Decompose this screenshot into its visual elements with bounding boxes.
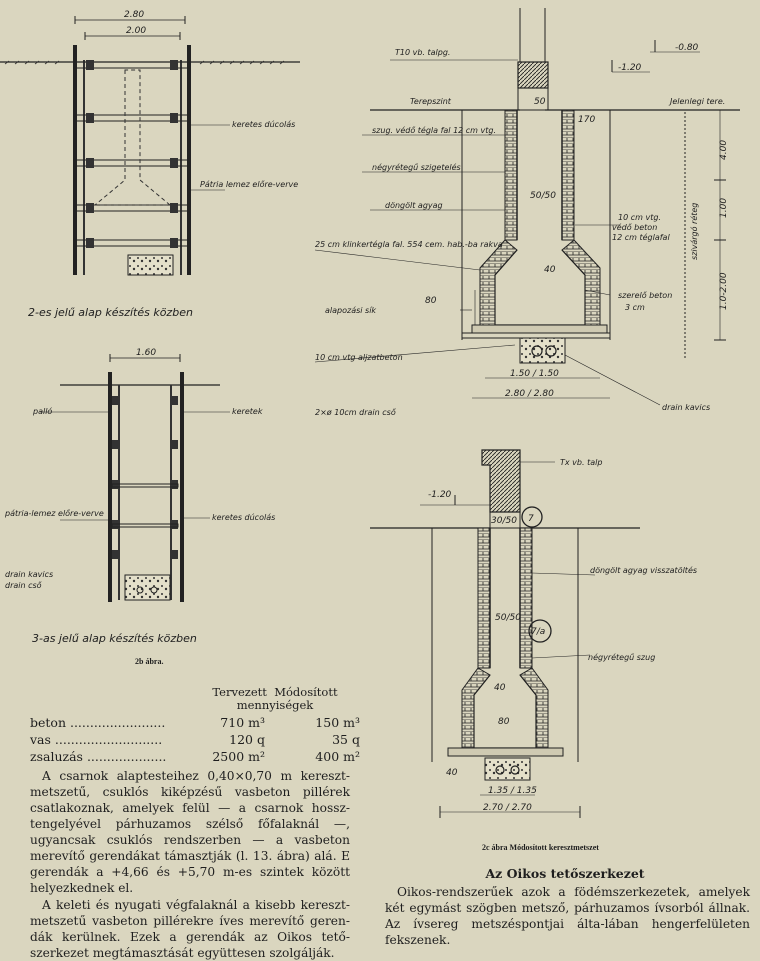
fig3-label-aljzat: 10 cm vtg aljzatbeton [315,353,403,362]
quantity-planned: 2500 m² [212,749,265,764]
paragraph-end-walls: A keleti és nyugati végfalaknál a kisebb… [30,898,350,960]
fig3-label-szug: szug. védő tégla fal 12 cm vtg. [372,125,496,135]
fig3-label-klinker: 25 cm klinkertégla fal. 554 cem. hab.-ba… [315,239,503,249]
quantity-row: zsaluzás .................... 2500 m² 40… [30,749,370,767]
header-quantities: mennyiségek [236,698,314,712]
fig3-label-12cm: 12 cm téglafal [612,232,670,242]
fig3-v-100: 1.00 [719,198,729,218]
header-planned: Tervezett [212,685,267,699]
fig4-mark-7a: 7/a [531,627,545,637]
fig3-dim-170: 170 [578,115,595,125]
fig2-dim-top: 1.60 [136,348,156,358]
fig1-dim-outer: 2.80 [124,10,144,20]
fig3-label-negyretegu: négyrétegű szigetelés [372,162,461,172]
fig2-caption: 3-as jelű alap készítés közben [32,632,197,645]
fig2-label-pallo: palló [32,406,52,416]
fig2-label-patria: pátria-lemez előre-verve [4,509,104,518]
fig4-caption: 2c ábra Módosított keresztmetszet [482,843,599,852]
fig3-dim-40: 40 [544,265,556,275]
fig3-label-drainkavics: drain kavics [662,403,710,412]
fig2b-label: 2b ábra. [135,657,163,666]
fig3-level-080: -0.80 [675,43,699,53]
quantity-dots: ........................... [50,732,163,747]
quantity-modified: 400 m² [315,749,360,764]
quantity-row: vas ........................... 120 q 35… [30,732,370,750]
fig3-label-drain2: 2×ø 10cm drain cső [315,408,396,417]
fig4-section-drawing [370,449,640,818]
quantity-modified: 150 m³ [315,715,360,730]
fig1-dim-inner: 2.00 [126,26,146,36]
quantity-name: zsaluzás [30,749,83,764]
quantity-planned: 120 q [229,732,265,747]
paragraph-columns: A csarnok alaptesteihez 0,40×0,70 m kere… [30,769,350,895]
fig4-dim-40: 40 [494,683,506,693]
quantity-planned: 710 m³ [220,715,265,730]
fig4-label-dongolt: döngölt agyag visszatöltés [590,565,697,575]
fig1-caption: 2-es jelű alap készítés közben [28,306,193,319]
fig3-level-120: -1.20 [618,63,642,73]
quantity-name: beton [30,715,66,730]
fig3-label-dongolt: döngölt agyag [385,201,443,210]
fig3-label-3cm: 3 cm [625,303,645,312]
quantity-modified: 35 q [332,732,360,747]
fig3-label-alapozasi: alapozási sík [325,306,376,315]
quantities-header: Tervezett Módosított mennyiségek [200,686,350,712]
fig3-label-vedo-beton: védő beton [612,222,657,232]
quantity-row: beton ........................ 710 m³ 15… [30,715,370,733]
fig4-dim-135: 1.35 / 1.35 [488,786,537,796]
fig3-label-szivarog: szivárgó réteg [689,203,699,260]
fig3-v-1020: 1.0-2.00 [719,272,729,310]
fig3-label-t10: T10 vb. talpg. [395,48,450,57]
fig4-dim-50-50: 50/50 [495,613,521,623]
fig4-level-120: -1.20 [428,490,452,500]
quantity-name: vas [30,732,51,747]
fig4-label-tx: Tx vb. talp [560,458,602,467]
fig3-dim-80: 80 [425,296,437,306]
fig3-dim-280: 2.80 / 2.80 [505,389,554,399]
fig4-dim-80: 80 [498,717,510,727]
fig2-label-drain-kavics: drain kavics [5,570,53,579]
fig3-dim-50: 50 [534,97,546,107]
fig4-label-negyretegu: négyrétegű szug [588,652,655,662]
paragraph-oikos: Oikos-rendszerűek azok a födémszerkezete… [385,885,750,947]
fig1-label-ducolas: keretes dúcolás [232,120,295,129]
fig4-mark-7: 7 [528,514,534,524]
fig3-dim-50-50: 50/50 [530,191,556,201]
fig3-dim-150: 1.50 / 1.50 [510,369,559,379]
fig2-label-drain-cso: drain cső [5,581,42,590]
fig2-label-ducolas: keretes dúcolás [212,513,275,522]
section-title: Az Oikos tetőszerkezet [485,866,645,881]
fig3-section-drawing [314,8,740,406]
fig3-label-10cm: 10 cm vtg. [618,213,661,222]
quantity-dots: .................... [82,749,167,764]
fig3-v-400: 4.00 [719,140,729,160]
quantity-dots: ........................ [66,715,166,730]
fig2-section-drawing [40,354,230,602]
header-modified: Módosított [274,685,338,699]
fig3-label-szerelo: szerelő beton [618,291,672,300]
fig4-dim-30-50: 30/50 [491,516,517,526]
fig3-label-terepszint: Terepszint [410,97,452,106]
fig4-dim-270: 2.70 / 2.70 [483,803,532,813]
fig4-dim-40b: 40 [446,768,458,778]
fig3-label-jelenlegi: Jelenlegi tere. [668,97,725,106]
fig2-label-keretek: keretek [232,407,263,416]
fig1-label-patria: Pátria lemez előre-verve [200,180,298,189]
fig1-section-drawing [0,16,300,276]
